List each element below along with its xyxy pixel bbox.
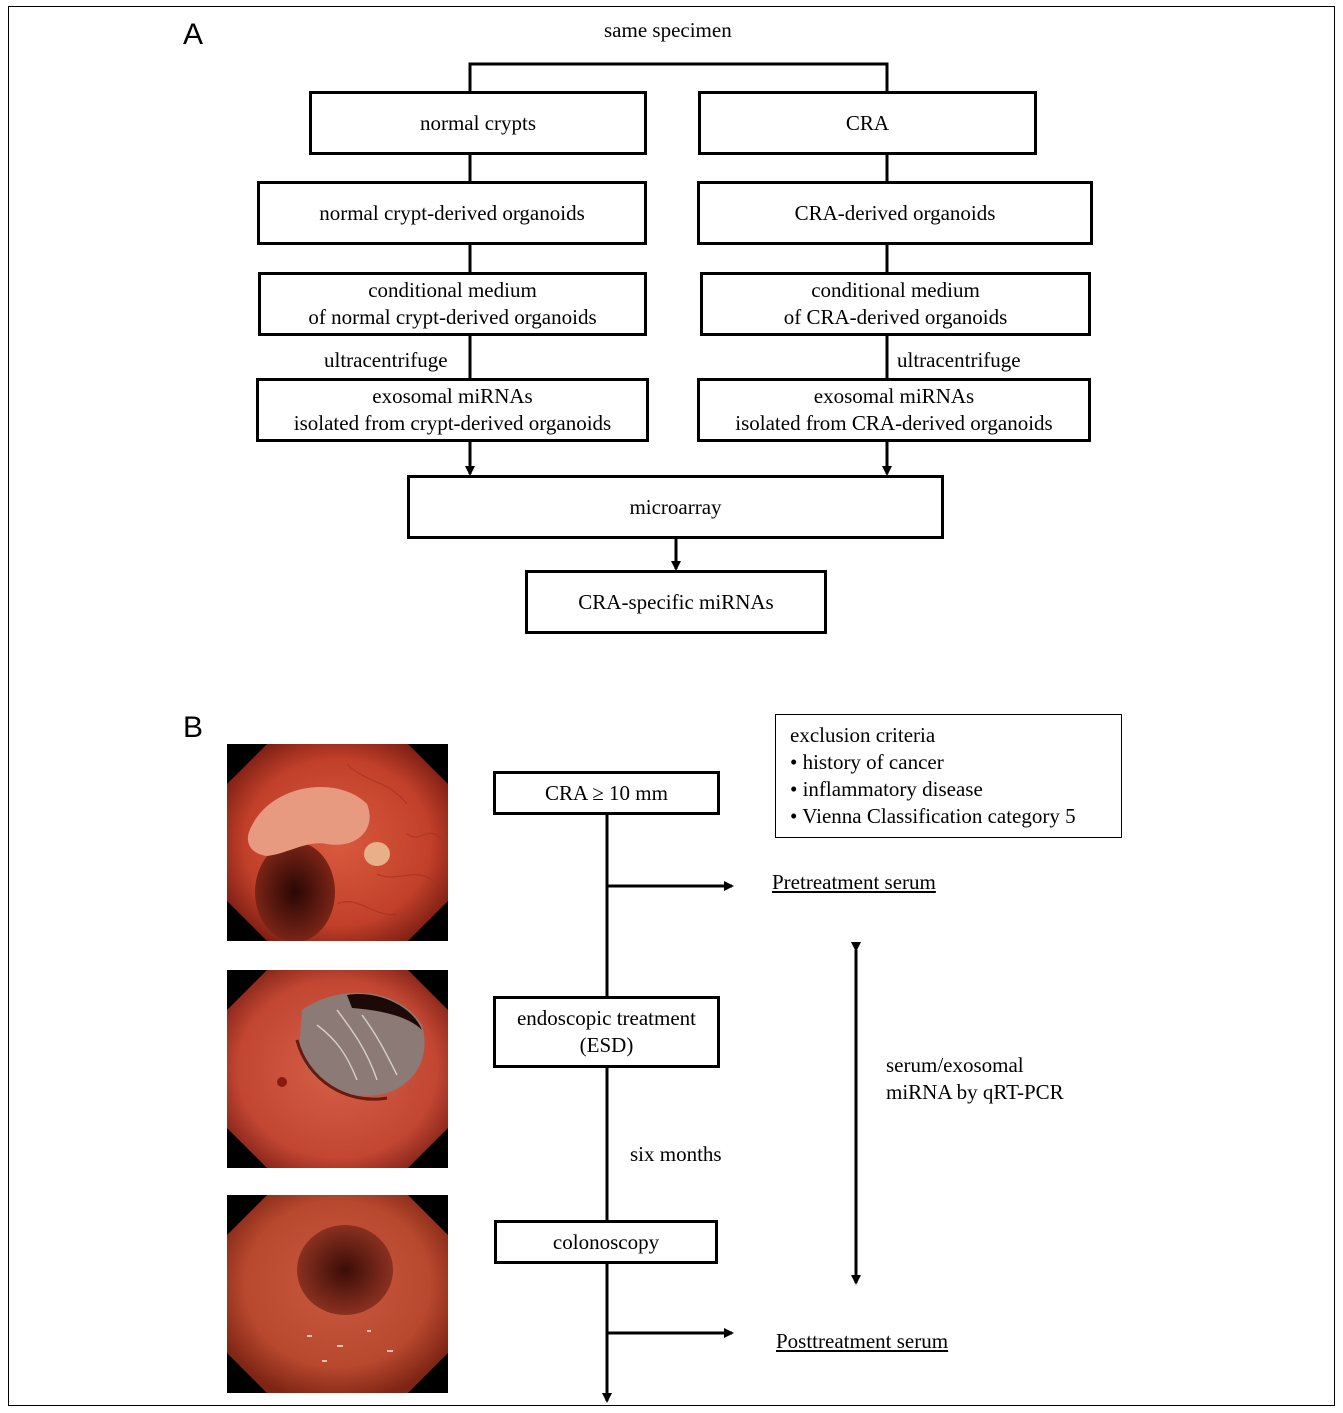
pretreatment-serum-label: Pretreatment serum xyxy=(772,869,936,896)
treatment-line2: (ESD) xyxy=(580,1032,634,1059)
left-ultracentrifuge-label: ultracentrifuge xyxy=(324,347,448,374)
right-ultracentrifuge-label: ultracentrifuge xyxy=(897,347,1021,374)
cra-size-box: CRA ≥ 10 mm xyxy=(493,771,720,815)
same-specimen-label: same specimen xyxy=(604,17,732,44)
normal-exo-line2: isolated from crypt-derived organoids xyxy=(294,410,611,437)
posttreatment-serum-label: Posttreatment serum xyxy=(776,1328,948,1355)
normal-organoids-box: normal crypt-derived organoids xyxy=(257,181,647,245)
endoscopic-treatment-box: endoscopic treatment (ESD) xyxy=(493,996,720,1068)
cra-conditional-medium-box: conditional medium of CRA-derived organo… xyxy=(700,272,1091,336)
cra-text: CRA xyxy=(846,110,889,137)
exclusion-item: • history of cancer xyxy=(790,749,1121,776)
exclusion-criteria-box: exclusion criteria • history of cancer •… xyxy=(775,714,1122,838)
assay-label-line2: miRNA by qRT-PCR xyxy=(886,1079,1064,1106)
normal-crypts-box: normal crypts xyxy=(309,91,647,155)
colonoscopy-text: colonoscopy xyxy=(553,1229,659,1256)
treatment-line1: endoscopic treatment xyxy=(517,1005,696,1032)
normal-organoids-text: normal crypt-derived organoids xyxy=(319,200,585,227)
cra-size-text: CRA ≥ 10 mm xyxy=(545,780,668,807)
panel-b-letter: B xyxy=(183,713,203,743)
normal-crypts-text: normal crypts xyxy=(420,110,536,137)
microarray-text: microarray xyxy=(629,494,721,521)
cra-specific-mirnas-box: CRA-specific miRNAs xyxy=(525,570,827,634)
endoscopy-esd-ulcer-image xyxy=(227,970,448,1168)
cra-box: CRA xyxy=(698,91,1037,155)
normal-conditional-medium-box: conditional medium of normal crypt-deriv… xyxy=(258,272,647,336)
assay-label-line1: serum/exosomal xyxy=(886,1052,1024,1079)
colonoscopy-box: colonoscopy xyxy=(494,1220,718,1264)
cra-organoids-box: CRA-derived organoids xyxy=(697,181,1093,245)
cra-cm-line2: of CRA-derived organoids xyxy=(784,304,1008,331)
panel-a-letter: A xyxy=(183,20,203,50)
exclusion-item: • Vienna Classification category 5 xyxy=(790,803,1121,830)
cra-cm-line1: conditional medium xyxy=(811,277,980,304)
cra-organoids-text: CRA-derived organoids xyxy=(795,200,996,227)
normal-cm-line1: conditional medium xyxy=(368,277,537,304)
normal-exo-line1: exosomal miRNAs xyxy=(372,383,532,410)
split-bracket xyxy=(470,64,887,92)
endoscopy-followup-image xyxy=(227,1195,448,1393)
endoscopy-polyp-image xyxy=(227,744,448,941)
cra-specific-mirnas-text: CRA-specific miRNAs xyxy=(578,589,773,616)
six-months-label: six months xyxy=(630,1141,722,1168)
normal-cm-line2: of normal crypt-derived organoids xyxy=(308,304,596,331)
microarray-box: microarray xyxy=(407,475,944,539)
cra-exo-line2: isolated from CRA-derived organoids xyxy=(735,410,1052,437)
exclusion-title: exclusion criteria xyxy=(790,722,1121,749)
cra-exo-line1: exosomal miRNAs xyxy=(814,383,974,410)
cra-exosomal-mirna-box: exosomal miRNAs isolated from CRA-derive… xyxy=(697,378,1091,442)
normal-exosomal-mirna-box: exosomal miRNAs isolated from crypt-deri… xyxy=(256,378,649,442)
exclusion-item: • inflammatory disease xyxy=(790,776,1121,803)
